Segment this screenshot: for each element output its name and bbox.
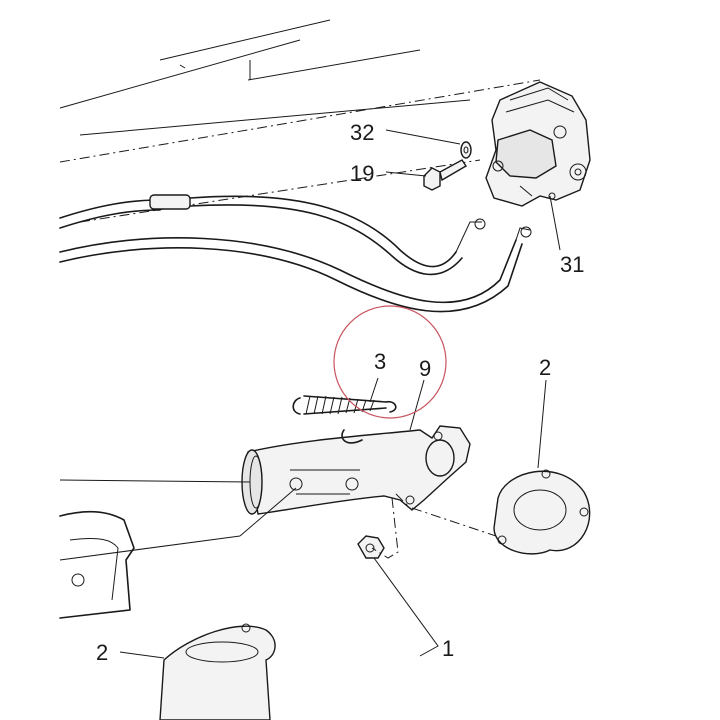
callout-1: 1	[442, 636, 454, 661]
callout-9: 9	[419, 356, 431, 381]
gasket-bottom	[159, 623, 276, 720]
gasket-right	[493, 469, 591, 555]
leader-lines	[119, 129, 561, 659]
washer	[460, 141, 472, 159]
assembly-centerlines	[371, 493, 497, 559]
exhaust-pipe	[241, 425, 471, 515]
callout-19: 19	[350, 161, 374, 186]
exhaust-spring	[292, 395, 397, 415]
highlight-circle	[333, 305, 447, 419]
engine-casing	[59, 479, 251, 619]
bolt	[423, 159, 467, 191]
brake-caliper	[485, 81, 591, 207]
callout-31: 31	[560, 252, 584, 277]
callout-2-bottom: 2	[96, 640, 108, 665]
flange-nut	[357, 535, 385, 559]
callout-3: 3	[374, 349, 386, 374]
callout-32: 32	[350, 120, 374, 145]
callout-2-right: 2	[539, 355, 551, 380]
brake-hoses	[59, 194, 532, 313]
frame-outline	[59, 19, 541, 223]
